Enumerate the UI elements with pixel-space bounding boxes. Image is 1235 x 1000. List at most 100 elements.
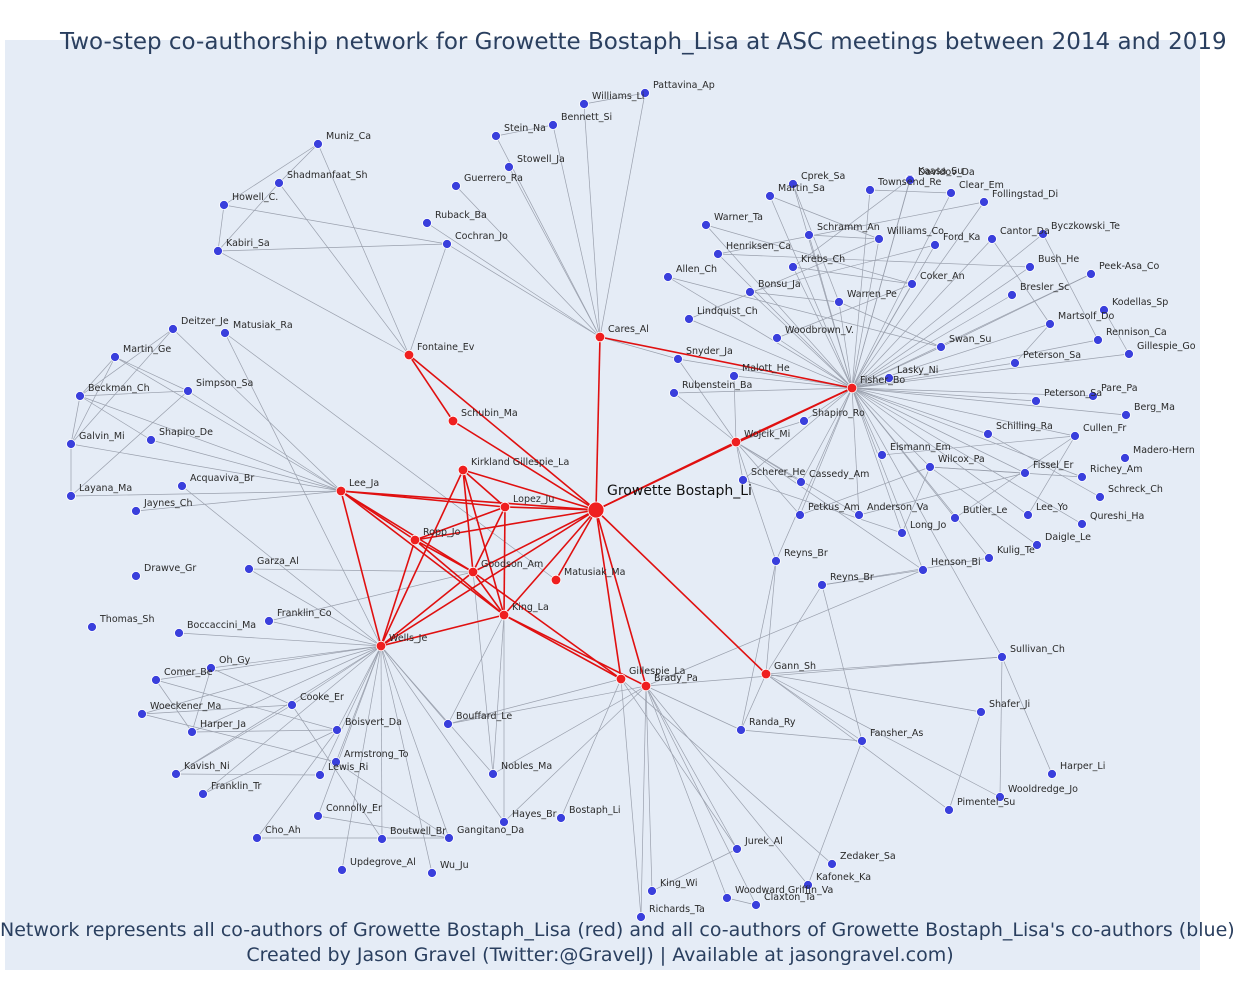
coauthor-edge (114, 356, 342, 492)
second-step-node (548, 120, 558, 130)
coauthor-edge (803, 387, 853, 422)
second-step-node (877, 450, 887, 460)
coauthor-edge (278, 182, 410, 356)
coauthor-edge (769, 195, 880, 240)
focal-edge (380, 614, 505, 647)
labels-layer: Pattavina_ApWilliams_LiBennett_SiStein_N… (79, 80, 1196, 915)
node-label: Fansher_As (870, 728, 923, 739)
node-label: Warren_Pe (847, 289, 897, 300)
coauthor-node (335, 485, 347, 497)
coauthor-edge (455, 185, 601, 338)
coauthor-edge (645, 685, 653, 892)
coauthor-edge (181, 485, 382, 647)
second-step-node (976, 707, 986, 717)
coauthor-edge (717, 201, 985, 255)
focal-edge (380, 509, 597, 647)
second-step-node (640, 88, 650, 98)
network-graph: Pattavina_ApWilliams_LiBennett_SiStein_N… (66, 80, 1196, 922)
coauthor-edge (851, 192, 952, 389)
focal-edge (414, 506, 506, 541)
second-step-node (834, 297, 844, 307)
focal-edge (380, 469, 464, 647)
coauthor-edge (380, 645, 450, 839)
second-step-node (451, 181, 461, 191)
coauthor-edge (991, 238, 1051, 325)
node-label: Malott_He (742, 363, 790, 374)
coauthor-edge (954, 435, 1076, 519)
second-step-node (220, 328, 230, 338)
node-label: Richards_Ta (649, 904, 705, 915)
second-step-node (732, 844, 742, 854)
node-label: Growette Bostaph_Li (607, 483, 752, 499)
second-step-node (213, 246, 223, 256)
coauthor-edge (851, 179, 911, 389)
node-label: Ropp_Jo (423, 527, 461, 538)
coauthor-node (760, 668, 772, 680)
coauthor-edge (733, 375, 737, 443)
second-step-node (177, 481, 187, 491)
coauthor-edge (733, 375, 853, 389)
coauthor-edge (210, 667, 293, 706)
second-step-node (444, 833, 454, 843)
focal-edge (340, 490, 505, 616)
coauthor-edge (851, 233, 1044, 389)
second-step-node (684, 314, 694, 324)
second-step-node (905, 175, 915, 185)
coauthor-edge (645, 685, 738, 850)
node-label: Kodellas_Sp (1112, 297, 1168, 308)
coauthor-edge (792, 178, 911, 268)
second-step-node (579, 99, 589, 109)
focal-edge (472, 571, 505, 616)
coauthor-edge (667, 276, 853, 389)
second-step-node (804, 230, 814, 240)
node-label: Shapiro_De (159, 427, 213, 438)
node-label: Layana_Ma (79, 483, 132, 494)
coauthor-node (447, 415, 459, 427)
node-label: Martsolf_Do (1058, 311, 1114, 322)
second-step-node (944, 805, 954, 815)
coauthor-edge (792, 266, 913, 285)
coauthor-edge (114, 356, 189, 392)
second-step-node (442, 239, 452, 249)
coauthor-edge (851, 387, 989, 435)
second-step-node (422, 218, 432, 228)
second-step-node (171, 769, 181, 779)
coauthor-edge (317, 815, 450, 839)
coauthor-edge (70, 490, 342, 497)
coauthor-edge (851, 387, 931, 468)
second-step-node (1010, 358, 1020, 368)
node-label: Stowell_Ja (517, 154, 565, 165)
node-label: Shafer_Ji (989, 699, 1030, 710)
second-step-node (983, 429, 993, 439)
second-step-node (75, 391, 85, 401)
focal-edge (595, 441, 737, 511)
second-step-node (673, 354, 683, 364)
coauthor-edge (821, 584, 863, 742)
coauthor-edge (851, 387, 1029, 516)
nodes-layer (66, 88, 1134, 922)
coauthor-edge (645, 569, 924, 687)
second-step-node (146, 435, 156, 445)
coauthor-edge (776, 283, 913, 339)
focal-edge (452, 420, 597, 511)
coauthor-edge (217, 243, 448, 252)
node-label: Fisher_Bo (860, 375, 905, 386)
coauthor-edge (838, 301, 942, 348)
focal-edge (340, 490, 506, 508)
node-label: Bennett_Si (561, 112, 612, 123)
coauthor-edge (851, 387, 1037, 402)
coauthor-edge (808, 234, 880, 240)
node-label: Kabiri_Sa (226, 238, 270, 249)
second-step-node (287, 700, 297, 710)
second-step-node (950, 513, 960, 523)
node-label: Wu_Ju (440, 860, 469, 871)
coauthor-edge (651, 848, 738, 892)
second-step-node (313, 811, 323, 821)
node-label: Comer_Be (164, 667, 213, 678)
second-step-node (66, 439, 76, 449)
node-label: Williams_Co (887, 226, 944, 237)
node-label: Connolly_Er (326, 803, 382, 814)
focal-edge (414, 539, 505, 616)
node-label: Stein_Na (504, 123, 546, 134)
focal-edge (472, 506, 506, 573)
